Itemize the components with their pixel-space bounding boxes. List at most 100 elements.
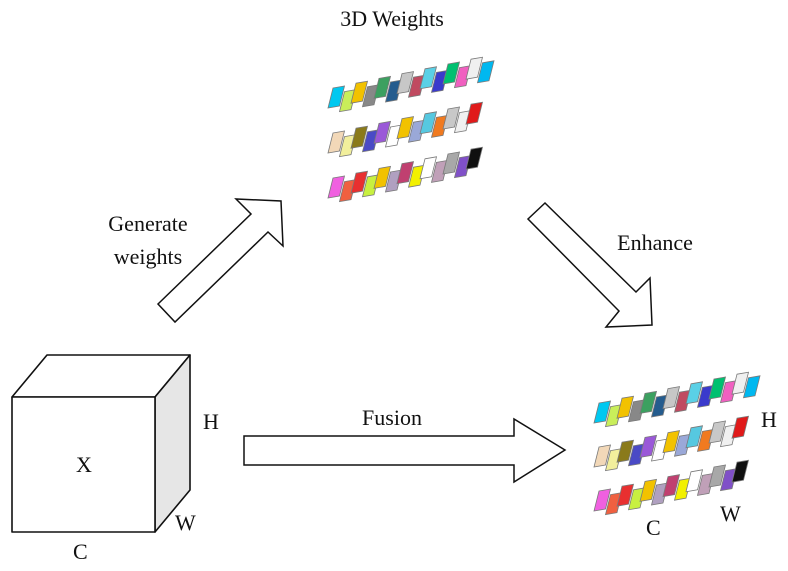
enhance-label: Enhance	[617, 230, 693, 255]
weight-tile	[419, 66, 438, 90]
output-weight-tile	[719, 468, 738, 492]
weight-tile	[384, 79, 403, 103]
weight-tile	[407, 119, 426, 143]
weights-title: 3D Weights	[340, 6, 444, 31]
output-weight-tile	[673, 477, 692, 501]
cube-label-c: C	[73, 539, 88, 564]
cube-front-face	[11, 396, 156, 533]
output-weight-tile	[616, 439, 635, 463]
output-weight-tile	[731, 459, 750, 483]
enhance-arrow	[526, 201, 653, 328]
output-label-w: W	[720, 501, 741, 526]
output-label-h: H	[761, 407, 777, 432]
output-weight-tile	[719, 380, 738, 404]
weight-tile	[338, 179, 357, 203]
weight-tile	[327, 130, 346, 154]
fusion-arrow	[243, 417, 567, 484]
output-weight-tile	[604, 448, 623, 472]
weight-tile	[419, 156, 438, 180]
weight-tile	[430, 114, 449, 138]
generate-weights-label-line2: weights	[114, 244, 182, 269]
output-weight-tile	[593, 444, 612, 468]
output-weight-tile	[604, 492, 623, 516]
weight-tile	[338, 89, 357, 113]
weight-tile	[327, 175, 346, 199]
weight-tile	[453, 155, 472, 179]
cube-label-h: H	[203, 409, 219, 434]
weight-tile	[373, 75, 392, 99]
weights-grid-top	[327, 56, 495, 203]
output-weight-tile	[662, 386, 681, 410]
weight-tile	[396, 161, 415, 185]
weight-tile	[350, 125, 369, 149]
weight-tile	[384, 124, 403, 148]
output-weight-tile	[685, 469, 704, 493]
weight-tile	[453, 65, 472, 89]
output-weight-tile	[673, 433, 692, 457]
output-weight-tile	[696, 428, 715, 452]
weight-tile	[419, 111, 438, 135]
output-weight-tile	[593, 488, 612, 512]
weight-tile	[465, 101, 484, 125]
output-weight-tile	[627, 487, 646, 511]
input-cube	[11, 354, 191, 533]
weight-tile	[361, 129, 380, 153]
weight-tile	[407, 74, 426, 98]
output-weight-tile	[708, 464, 727, 488]
weight-tile	[430, 159, 449, 183]
output-weight-tile	[673, 389, 692, 413]
weight-tile	[361, 174, 380, 198]
weight-tile	[396, 71, 415, 95]
output-weight-tile	[639, 434, 658, 458]
weight-tile	[350, 80, 369, 104]
output-weight-tile	[708, 420, 727, 444]
weights-grid-output	[593, 371, 761, 516]
weight-tile	[442, 106, 461, 130]
weight-tile	[442, 61, 461, 85]
weight-tile	[453, 110, 472, 134]
cube-label-x: X	[76, 452, 92, 477]
weight-tile	[361, 84, 380, 108]
output-weight-tile	[627, 443, 646, 467]
weight-tile	[350, 170, 369, 194]
output-weight-tile	[627, 399, 646, 423]
weight-tile	[373, 120, 392, 144]
weight-tile	[373, 165, 392, 189]
output-weight-tile	[616, 395, 635, 419]
cube-label-w: W	[175, 510, 196, 535]
weight-tile	[465, 146, 484, 170]
weight-tile	[407, 164, 426, 188]
output-weight-tile	[616, 483, 635, 507]
output-weight-tile	[650, 482, 669, 506]
output-weight-tile	[639, 478, 658, 502]
output-weight-tile	[662, 474, 681, 498]
output-weight-tile	[696, 472, 715, 496]
weight-tile	[396, 116, 415, 140]
output-label-c: C	[646, 515, 661, 540]
output-weight-tile	[742, 375, 761, 399]
weight-tile	[465, 56, 484, 80]
output-weight-tile	[639, 390, 658, 414]
output-weight-tile	[662, 430, 681, 454]
weight-tile	[327, 85, 346, 109]
output-weight-tile	[719, 424, 738, 448]
weight-tile	[338, 134, 357, 158]
generate-weights-arrow	[156, 198, 284, 324]
output-weight-tile	[650, 394, 669, 418]
output-weight-tile	[604, 404, 623, 428]
weight-tile	[476, 60, 495, 84]
output-weight-tile	[650, 438, 669, 462]
output-weight-tile	[685, 425, 704, 449]
weight-tile	[384, 169, 403, 193]
output-weight-tile	[696, 384, 715, 408]
weight-tile	[442, 151, 461, 175]
output-weight-tile	[731, 415, 750, 439]
fusion-label: Fusion	[362, 405, 422, 430]
generate-weights-label-line1: Generate	[108, 211, 187, 236]
output-weight-tile	[708, 376, 727, 400]
output-weight-tile	[685, 381, 704, 405]
weight-tile	[430, 69, 449, 93]
output-weight-tile	[731, 371, 750, 395]
output-weight-tile	[593, 400, 612, 424]
